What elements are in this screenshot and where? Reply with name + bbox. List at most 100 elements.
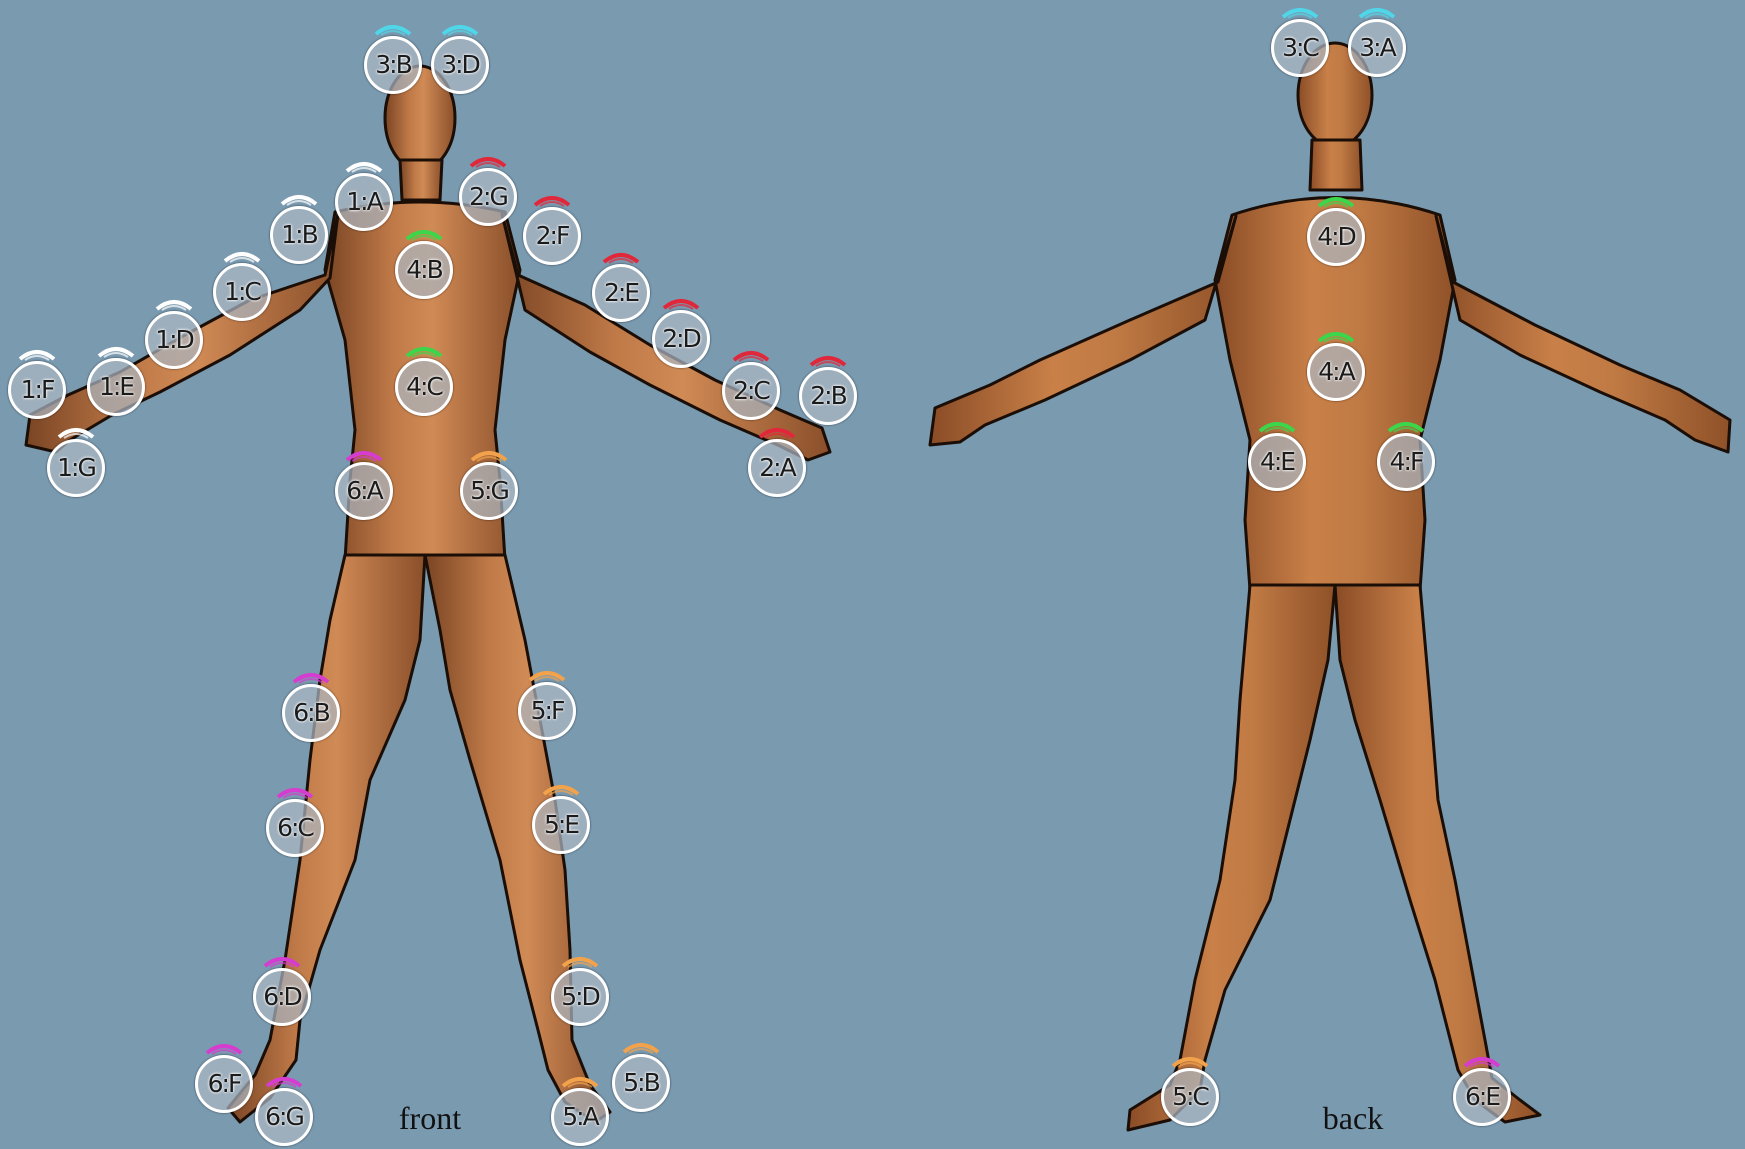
marker-front-3-b: 3:B (364, 36, 422, 94)
marker-label: 2:D (655, 313, 707, 365)
marker-group-arc (527, 668, 567, 682)
back-left-arm (930, 216, 1236, 445)
front-neck (400, 160, 442, 200)
marker-label: 1:B (273, 209, 325, 261)
marker-front-4-b: 4:B (395, 241, 453, 299)
marker-label: 1:A (338, 176, 390, 228)
front-view-caption: front (350, 1100, 510, 1137)
marker-label: 2:F (526, 210, 578, 262)
marker-group-arc (1316, 194, 1356, 208)
marker-front-6-a: 6:A (335, 462, 393, 520)
marker-front-2-b: 2:B (799, 367, 857, 425)
marker-label: 6:B (285, 687, 337, 739)
marker-label: 5:C (1164, 1071, 1216, 1123)
marker-group-arc (1280, 5, 1320, 19)
marker-label: 3:B (367, 39, 419, 91)
marker-group-arc (404, 227, 444, 241)
marker-group-arc (344, 448, 384, 462)
marker-front-5-e: 5:E (532, 796, 590, 854)
marker-label: 2:E (595, 267, 647, 319)
marker-front-1-d: 1:D (145, 311, 203, 369)
marker-back-4-a: 4:A (1307, 343, 1365, 401)
marker-group-arc (560, 1074, 600, 1088)
marker-group-arc (264, 1074, 304, 1088)
marker-front-2-c: 2:C (722, 362, 780, 420)
marker-label: 6:G (258, 1091, 310, 1143)
marker-group-arc (344, 159, 384, 173)
marker-label: 4:F (1380, 436, 1432, 488)
marker-label: 4:D (1310, 211, 1362, 263)
marker-front-6-f: 6:F (195, 1055, 253, 1113)
marker-group-arc (1386, 419, 1426, 433)
marker-group-arc (373, 22, 413, 36)
marker-group-arc (1316, 329, 1356, 343)
marker-label: 2:G (462, 171, 514, 223)
marker-label: 1:C (216, 266, 268, 318)
marker-label: 1:F (11, 364, 63, 416)
marker-front-2-e: 2:E (592, 264, 650, 322)
marker-group-arc (1357, 5, 1397, 19)
marker-back-3-a: 3:A (1348, 19, 1406, 77)
front-left-leg (228, 555, 425, 1122)
marker-front-1-c: 1:C (213, 263, 271, 321)
marker-group-arc (204, 1041, 244, 1055)
marker-front-2-d: 2:D (652, 310, 710, 368)
marker-group-arc (621, 1040, 661, 1054)
marker-group-arc (1462, 1054, 1502, 1068)
marker-group-arc (404, 344, 444, 358)
marker-front-4-c: 4:C (395, 358, 453, 416)
marker-back-5-c: 5:C (1161, 1068, 1219, 1126)
marker-label: 2:C (725, 365, 777, 417)
marker-label: 3:C (1274, 22, 1326, 74)
marker-front-1-e: 1:E (87, 358, 145, 416)
marker-group-arc (532, 193, 572, 207)
marker-label: 5:G (463, 465, 515, 517)
marker-group-arc (808, 353, 848, 367)
marker-label: 6:D (256, 971, 308, 1023)
marker-group-arc (1257, 419, 1297, 433)
marker-back-6-e: 6:E (1453, 1068, 1511, 1126)
back-view-caption: back (1273, 1100, 1433, 1137)
back-right-arm (1436, 216, 1730, 452)
marker-group-arc (731, 348, 771, 362)
marker-label: 6:E (1456, 1071, 1508, 1123)
marker-label: 5:E (535, 799, 587, 851)
marker-label: 4:B (398, 244, 450, 296)
marker-label: 3:A (1351, 22, 1403, 74)
marker-front-5-d: 5:D (551, 968, 609, 1026)
marker-front-5-g: 5:G (460, 462, 518, 520)
marker-back-4-e: 4:E (1248, 433, 1306, 491)
marker-front-6-c: 6:C (266, 799, 324, 857)
marker-group-arc (279, 192, 319, 206)
marker-group-arc (275, 785, 315, 799)
marker-group-arc (661, 296, 701, 310)
back-right-leg (1335, 585, 1540, 1122)
marker-label: 5:D (554, 971, 606, 1023)
marker-front-1-g: 1:G (47, 439, 105, 497)
marker-label: 2:B (802, 370, 854, 422)
marker-group-arc (1170, 1054, 1210, 1068)
marker-label: 4:C (398, 361, 450, 413)
marker-label: 5:A (554, 1091, 606, 1143)
back-left-leg (1128, 585, 1335, 1130)
marker-label: 1:D (148, 314, 200, 366)
marker-group-arc (440, 22, 480, 36)
marker-group-arc (96, 344, 136, 358)
marker-front-5-a: 5:A (551, 1088, 609, 1146)
marker-group-arc (469, 448, 509, 462)
marker-label: 6:A (338, 465, 390, 517)
marker-group-arc (222, 249, 262, 263)
marker-front-3-d: 3:D (431, 36, 489, 94)
marker-group-arc (757, 425, 797, 439)
marker-front-6-b: 6:B (282, 684, 340, 742)
marker-group-arc (291, 670, 331, 684)
marker-label: 4:A (1310, 346, 1362, 398)
marker-front-2-g: 2:G (459, 168, 517, 226)
marker-front-6-d: 6:D (253, 968, 311, 1026)
marker-front-1-f: 1:F (8, 361, 66, 419)
marker-front-5-f: 5:F (518, 682, 576, 740)
marker-group-arc (560, 954, 600, 968)
back-neck (1310, 140, 1362, 190)
marker-front-1-a: 1:A (335, 173, 393, 231)
